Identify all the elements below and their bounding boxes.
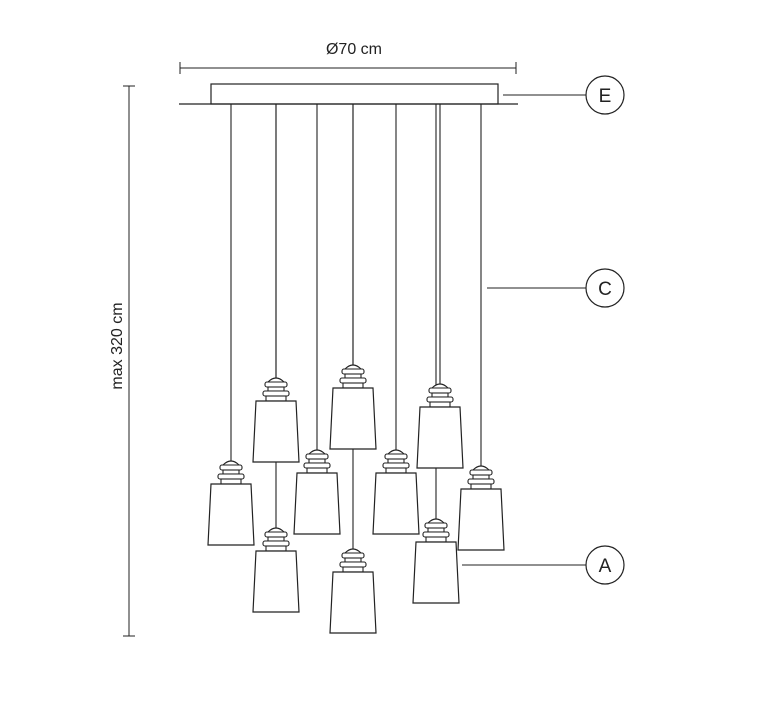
glass-shade [372,472,420,535]
glass-shade [252,550,300,613]
glass-shade [412,541,460,604]
socket-ring [469,469,493,476]
socket-cap [221,460,241,466]
ceiling-canopy [179,83,518,105]
socket-cap [426,518,446,524]
callout-a: A [462,545,625,585]
pendant-lamp [329,548,377,634]
socket-cap [343,548,363,554]
cords [230,104,482,550]
socket-ring [426,396,454,403]
glass-shade [457,488,505,551]
callout-c-label: C [598,279,612,300]
socket-neck [222,469,240,475]
socket-neck [427,527,445,533]
callout-c: C [487,268,625,308]
socket-neck [267,386,285,392]
socket-ring [262,540,290,547]
socket-ring [467,478,495,485]
socket-ring [384,453,408,460]
socket-ring [424,522,448,529]
socket-base [470,483,492,490]
socket-neck [308,458,326,464]
height-label: max 320 cm [109,302,126,389]
socket-ring [428,387,452,394]
callout-e: E [503,75,625,115]
socket-neck [472,474,490,480]
socket-ring [341,368,365,375]
socket-base [429,401,451,408]
socket-neck [431,392,449,398]
glass-shade [416,406,464,469]
diameter-label: Ø70 cm [326,41,382,58]
pendant-lamp [416,383,464,469]
callout-e-label: E [599,86,612,107]
pendant-lamp [252,527,300,613]
socket-base [220,478,242,485]
socket-base [385,467,407,474]
socket-ring [339,377,367,384]
socket-ring [264,381,288,388]
socket-neck [387,458,405,464]
socket-neck [344,557,362,563]
socket-neck [267,536,285,542]
socket-cap [266,377,286,383]
pendant-lamp [329,364,377,450]
socket-ring [264,531,288,538]
socket-cap [266,527,286,533]
socket-base [342,382,364,389]
socket-neck [344,373,362,379]
socket-cap [307,449,327,455]
glass-shade [252,400,300,463]
pendant-lamp [293,449,341,535]
height-dimension: max 320 cm [109,85,135,637]
glass-shade [329,571,377,634]
socket-ring [382,462,410,469]
socket-ring [339,561,367,568]
socket-base [425,536,447,543]
socket-base [265,545,287,552]
socket-cap [386,449,406,455]
socket-ring [219,464,243,471]
socket-ring [341,552,365,559]
socket-ring [305,453,329,460]
socket-ring [262,390,290,397]
socket-base [265,395,287,402]
pendant-lamp [412,518,460,604]
socket-cap [471,465,491,471]
glass-shade [293,472,341,535]
pendant-lamp [252,377,300,463]
glass-shade [329,387,377,450]
socket-ring [422,531,450,538]
width-dimension: Ø70 cm [179,41,517,74]
pendant-lamp [207,460,255,546]
pendants [207,364,505,634]
socket-ring [217,473,245,480]
socket-cap [343,364,363,370]
socket-base [342,566,364,573]
pendant-lamp [457,465,505,551]
pendant-lamp [372,449,420,535]
callout-a-label: A [599,556,612,577]
socket-cap [430,383,450,389]
glass-shade [207,483,255,546]
socket-ring [303,462,331,469]
socket-base [306,467,328,474]
